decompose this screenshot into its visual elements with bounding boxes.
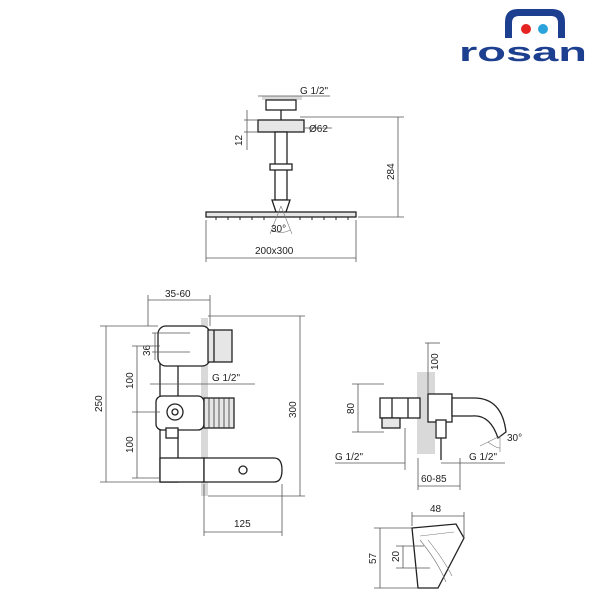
mixer-plate-width-label: 125 [234, 519, 251, 530]
shower-thread-label: G 1/2" [300, 86, 328, 97]
spout-top-label: 100 [430, 353, 441, 370]
logo-red-dot [521, 24, 531, 34]
shower-height-label: 284 [386, 163, 397, 180]
spout-detail-drawing: 48 57 20 [368, 504, 465, 589]
shower-flange-height-label: 12 [234, 134, 245, 146]
mixer-thread-label: G 1/2" [212, 373, 240, 384]
brand-logo: rosan [459, 9, 587, 67]
mixer-top-offset-label: 36 [142, 344, 153, 356]
spout-thread-right-label: G 1/2" [469, 452, 497, 463]
concealed-mixer-drawing: 35-60 36 100 G 1/2" 100 250 300 125 [94, 289, 305, 536]
mixer-upper-spacing-label: 100 [125, 372, 136, 389]
mixer-depth-label: 35-60 [165, 289, 191, 300]
spout-height-label: 80 [346, 402, 357, 414]
logo-blue-dot [538, 24, 548, 34]
detail-width-label: 48 [430, 504, 442, 515]
mixer-lower-spacing-label: 100 [125, 436, 136, 453]
spout-thread-left-label: G 1/2" [335, 452, 363, 463]
shower-diameter-label: Ø62 [309, 124, 328, 135]
mixer-body-height-label: 250 [94, 395, 105, 412]
shower-angle-label: 30° [271, 224, 286, 235]
bath-spout-drawing: 30° 100 80 G 1/2" G 1/2" 60-85 [335, 342, 522, 490]
mixer-plate-height-label: 300 [288, 401, 299, 418]
detail-height-label: 57 [368, 552, 379, 564]
spout-angle-label: 30° [507, 433, 522, 444]
brand-name: rosan [459, 37, 587, 67]
shower-head-drawing: 30° G 1/2" Ø62 12 284 200x300 [205, 86, 404, 262]
logo-arch [505, 9, 565, 38]
shower-size-label: 200x300 [255, 246, 294, 257]
detail-outlet-label: 20 [391, 550, 402, 562]
spout-projection-label: 60-85 [421, 474, 447, 485]
